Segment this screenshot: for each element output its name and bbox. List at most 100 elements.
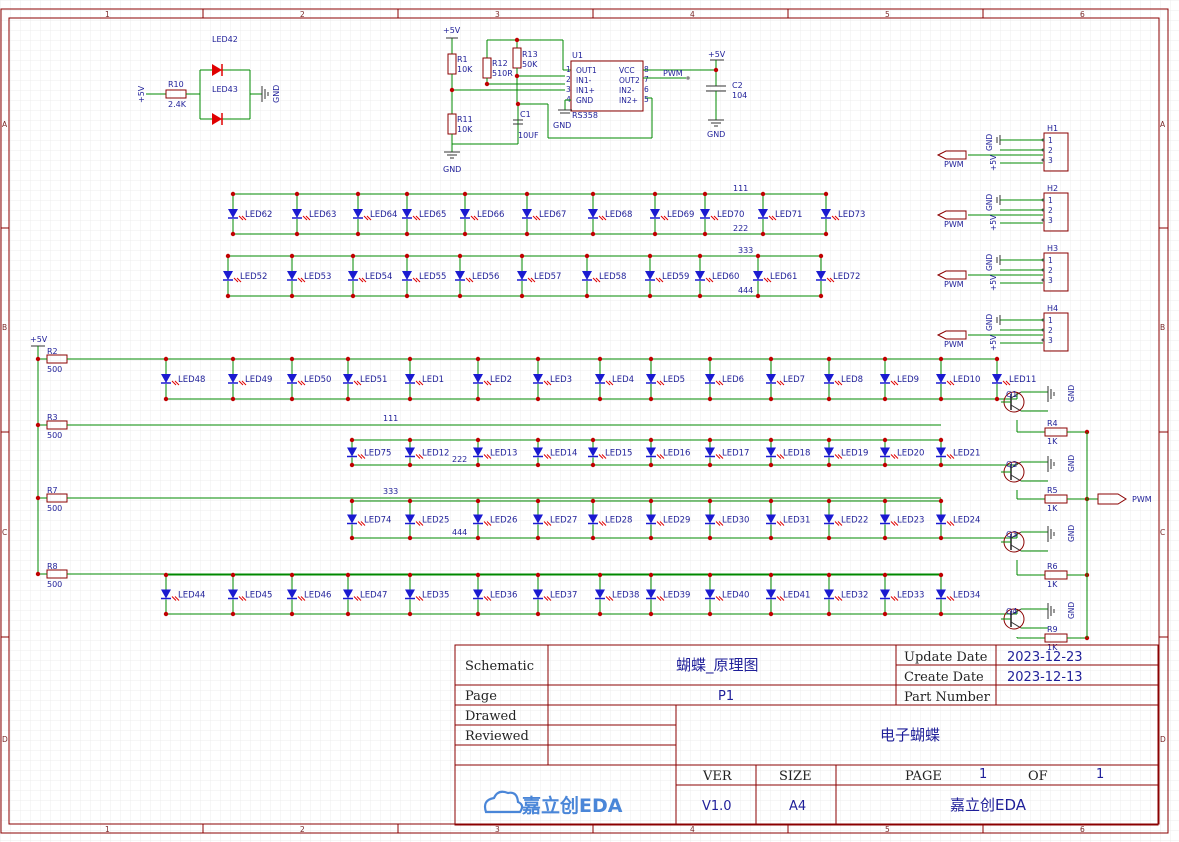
led-label: LED72 [833,272,860,282]
led-symbol: LED57 [517,253,561,299]
bank-net-top: 333 [383,487,398,496]
led-label: LED69 [667,210,694,220]
led-label: LED50 [304,375,331,385]
ruler-col-top: 4 [690,10,695,19]
header-pin-num: 1 [1048,316,1053,325]
create-date-value: 2023-12-13 [1007,670,1083,685]
header-vcc: +5V [989,274,998,291]
led-symbol: LED31 [766,498,810,541]
bank-net-bottom: 222 [452,455,467,464]
ruler-row-right: B [1160,323,1165,332]
page2-label: PAGE [905,769,942,784]
led-label: LED63 [309,210,336,220]
led-symbol: LED27 [533,498,577,541]
led-symbol: LED41 [766,572,810,617]
led-label: LED55 [419,272,446,282]
led-symbol: LED10 [936,356,980,402]
led-label: LED23 [897,516,924,526]
cloud-logo-icon [483,790,524,814]
bank-resistor-value: 500 [47,365,62,374]
ver-label: VER [702,769,733,784]
led-label: LED25 [422,516,449,526]
led-symbol: LED53 [287,253,331,299]
led-label: LED47 [360,591,387,601]
led-symbol: LED30 [705,498,749,541]
led-label: LED62 [245,210,272,220]
led-symbol: LED58 [582,253,626,299]
led43-label: LED43 [212,85,238,94]
schematic-name: 蝴蝶_原理图 [676,656,759,675]
led-label: LED75 [364,449,391,459]
led-label: LED29 [663,516,690,526]
create-date-label: Create Date [904,670,984,685]
led-label: LED57 [534,272,561,282]
led-symbol: LED70 [700,191,744,237]
led43-symbol [212,113,222,125]
led-symbol: LED69 [650,191,694,237]
led-symbol: LED52 [223,253,267,299]
header-name: H2 [1047,184,1058,193]
bank-resistor-name: R8 [47,562,58,571]
led-label: LED8 [841,375,863,385]
led-symbol: LED33 [880,572,924,617]
led-label: LED28 [605,516,632,526]
u1-pin-right: OUT2 [619,76,640,85]
header-pwm-net: PWM [944,220,964,229]
drawed-label: Drawed [465,709,517,724]
led-symbol: LED22 [824,498,868,541]
page-value: P1 [718,689,734,704]
led-symbol: LED1 [405,356,444,402]
u1-pin-left: IN1- [576,76,592,85]
r13-value: 50K [522,60,538,69]
u1-pin-left: IN1+ [576,86,595,95]
led-label: LED14 [550,449,577,459]
r12-name: R12 [492,59,508,68]
r10-value: 2.4K [168,100,187,109]
led-symbol: LED11 [992,356,1036,402]
schematic-label: Schematic [465,659,534,674]
bank-net-top: 111 [383,414,398,423]
led-symbol: LED36 [473,572,517,617]
led-label: LED67 [539,210,566,220]
led-label: LED17 [722,449,749,459]
u1-name: U1 [572,51,583,60]
u1-pin-num-left: 1 [566,65,571,74]
led-label: LED12 [422,449,449,459]
base-resistor-name: R5 [1047,486,1058,495]
top-row-net-top: 111 [733,184,748,193]
r13-name: R13 [522,50,538,59]
r11-name: R11 [457,115,473,124]
led-symbol: LED17 [705,437,749,468]
indicator-power-label: +5V [137,85,146,103]
led42-label: LED42 [212,35,238,44]
u1-part: RS358 [572,111,598,120]
indicator-gnd: GND [272,85,281,103]
header-connectors: H1123GNDPWM+5VH2123GNDPWM+5VH3123GNDPWM+… [936,124,1069,352]
led-symbol: LED5 [646,356,685,402]
led-symbol: LED8 [824,356,863,402]
led-symbol: LED56 [455,253,499,299]
led-label: LED2 [490,375,512,385]
bank-resistor-name: R2 [47,347,58,356]
led-symbol: LED48 [161,356,205,402]
led-label: LED15 [605,449,632,459]
c2-vcc: +5V [708,50,726,59]
led-label: LED73 [838,210,865,220]
led-label: LED6 [722,375,744,385]
led-label: LED13 [490,449,517,459]
bank-net-bottom: 444 [452,528,467,537]
led-symbol: LED75 [347,437,391,468]
header-name: H3 [1047,244,1058,253]
led-symbol: LED6 [705,356,744,402]
ruler-col-top: 1 [105,10,110,19]
led-label: LED70 [717,210,744,220]
led-symbol: LED45 [228,572,272,617]
header-pin-num: 2 [1048,266,1053,275]
led-symbol: LED37 [533,572,577,617]
transistor-name: Q2 [1006,460,1017,469]
